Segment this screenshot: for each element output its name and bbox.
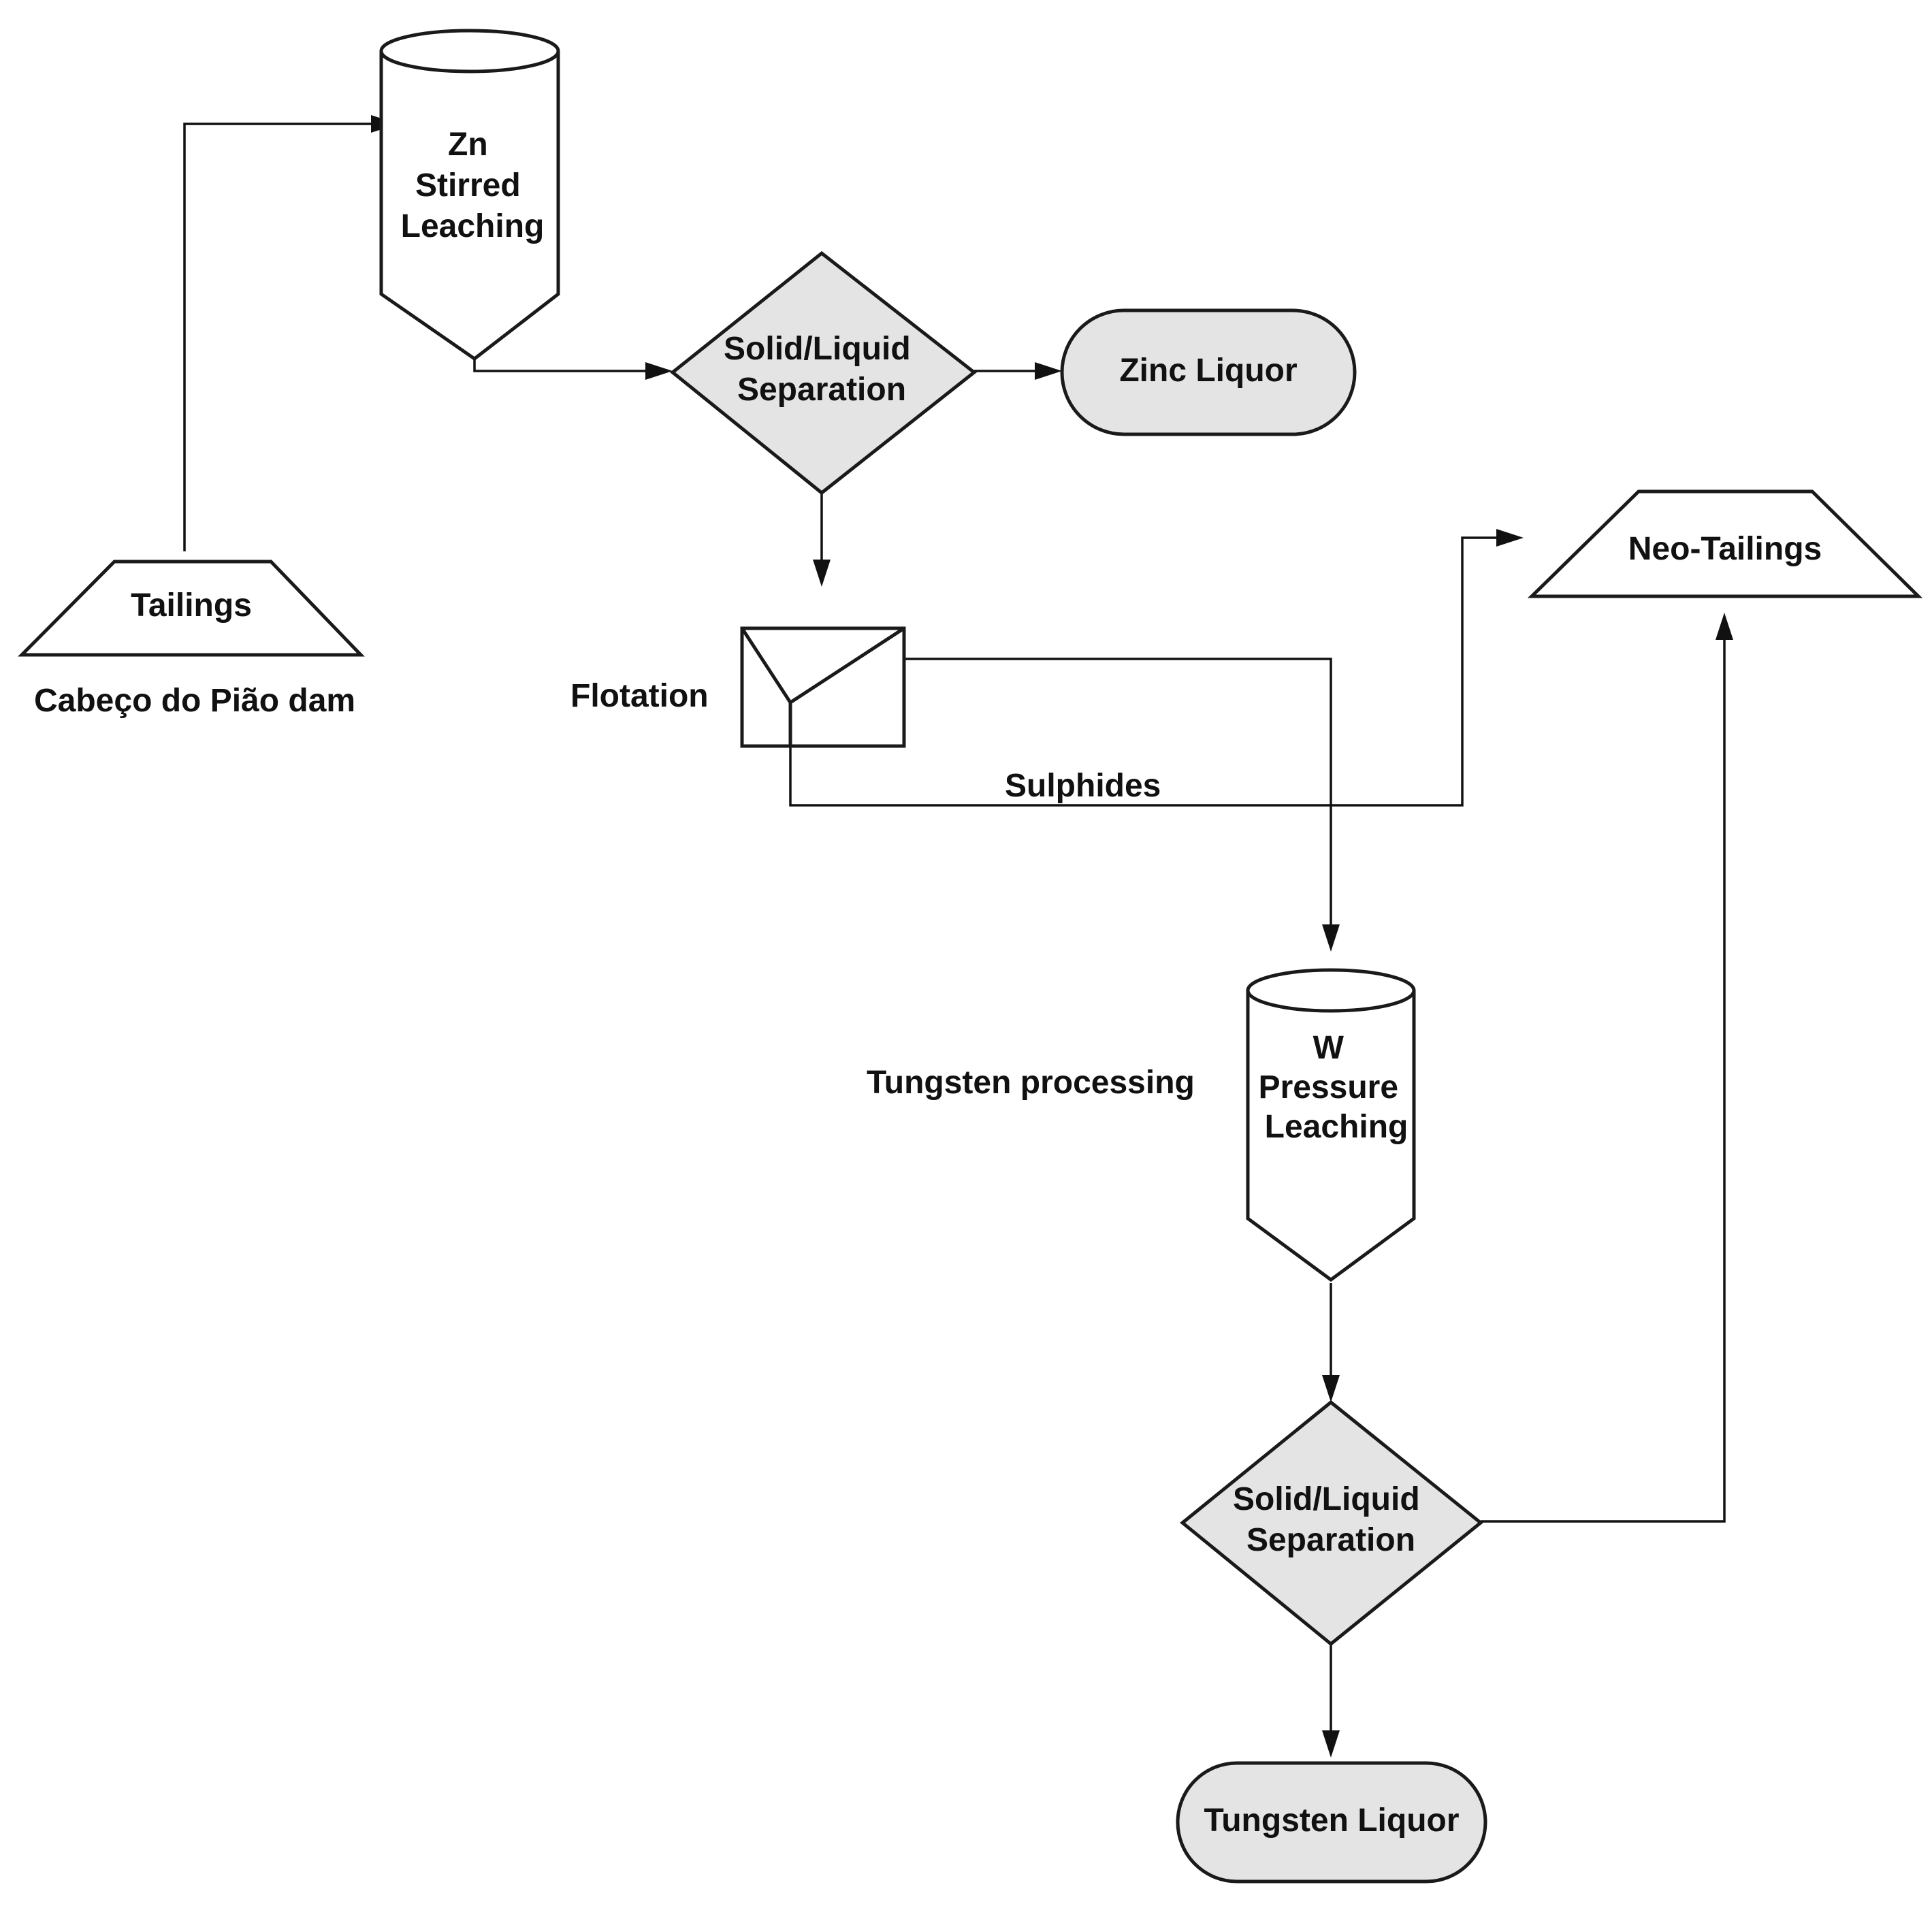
flow-separation-to-neo-tailings <box>1481 639 1726 1523</box>
zinc-liquor-label: Zinc Liquor <box>1119 353 1297 389</box>
zn-leaching-line-2: Stirred <box>415 167 521 204</box>
tungsten-liquor-label: Tungsten Liquor <box>1204 1803 1459 1839</box>
w-leaching-line-3: Leaching <box>1265 1109 1408 1145</box>
tungsten-liquor-terminator <box>1176 1761 1487 1884</box>
arrowhead-sulphides-to-neo-tailings <box>1496 529 1524 547</box>
flow-sulphides-to-neo-tailings <box>789 536 1498 807</box>
separation-1-line-1: Solid/Liquid <box>724 331 911 367</box>
node-tailings: Tailings <box>17 560 365 657</box>
node-flotation-cell <box>740 626 906 748</box>
node-zn-stirred-leaching: Zn Stirred Leaching <box>379 29 560 361</box>
separation-1-label: Solid/Liquid Separation <box>724 331 920 408</box>
connectors <box>183 115 1733 1758</box>
w-leaching-label: W Pressure Leaching <box>1259 1030 1408 1145</box>
w-leaching-line-2: Pressure <box>1259 1069 1398 1105</box>
arrowhead-separation-to-tungsten-liquor <box>1322 1730 1340 1758</box>
tungsten-processing-label: Tungsten processing <box>867 1065 1195 1101</box>
separation-2-label: Solid/Liquid Separation <box>1233 1481 1429 1558</box>
arrowhead-separation-to-zinc-liquor <box>1035 362 1062 380</box>
zinc-liquor-terminator <box>1060 308 1357 436</box>
neo-tailings-label: Neo-Tailings <box>1628 531 1822 567</box>
zn-leaching-tank-top <box>379 29 560 74</box>
separation-1-diamond <box>670 251 978 496</box>
flow-flotation-to-w-leaching <box>904 658 1332 926</box>
flow-tailings-to-zn-leaching <box>183 123 398 551</box>
arrowhead-separation-to-flotation <box>813 560 831 587</box>
node-solid-liquid-separation-2: Solid/Liquid Separation <box>1180 1400 1483 1647</box>
separation-2-line-1: Solid/Liquid <box>1233 1481 1420 1517</box>
flow-zn-leaching-to-separation <box>473 359 648 372</box>
arrowhead-w-leaching-to-separation <box>1322 1375 1340 1402</box>
node-tungsten-liquor: Tungsten Liquor <box>1176 1761 1487 1884</box>
separation-1-line-2: Separation <box>737 372 906 408</box>
separation-2-line-2: Separation <box>1246 1522 1415 1558</box>
node-w-pressure-leaching: W Pressure Leaching <box>1246 968 1416 1282</box>
arrowhead-flotation-to-w-leaching <box>1322 924 1340 952</box>
node-neo-tailings: Neo-Tailings <box>1527 489 1923 598</box>
tailings-label: Tailings <box>131 587 252 624</box>
sulphides-label: Sulphides <box>1005 768 1161 804</box>
flotation-label: Flotation <box>570 678 709 714</box>
node-zinc-liquor: Zinc Liquor <box>1060 308 1357 436</box>
zn-leaching-label: Zn Stirred Leaching <box>401 127 545 244</box>
zn-leaching-tank-body <box>379 51 560 361</box>
arrowhead-zn-leaching-to-separation <box>645 362 673 380</box>
neo-tailings-trapezoid <box>1527 489 1923 598</box>
arrowhead-separation-to-neo-tailings <box>1716 613 1733 640</box>
tailings-trapezoid <box>17 560 365 657</box>
w-leaching-tank-top <box>1246 968 1416 1013</box>
flotation-cell-impeller <box>740 626 905 746</box>
node-solid-liquid-separation-1: Solid/Liquid Separation <box>670 251 978 496</box>
w-leaching-line-1: W <box>1313 1030 1345 1066</box>
zn-leaching-line-3: Leaching <box>401 208 545 244</box>
w-leaching-tank-body <box>1246 990 1416 1282</box>
zn-leaching-line-1: Zn <box>448 127 488 163</box>
source-label: Cabeço do Pião dam <box>34 683 355 719</box>
separation-2-diamond <box>1180 1400 1483 1647</box>
